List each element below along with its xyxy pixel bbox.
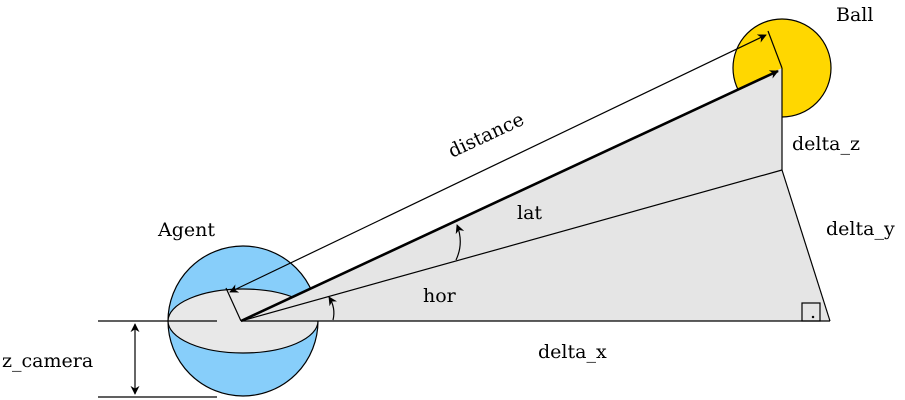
delta-y-label: delta_y — [826, 218, 895, 240]
distance-extension-agent — [225, 287, 242, 322]
lat-angle-arc — [455, 224, 465, 261]
distance-extension-ball — [767, 30, 783, 69]
delta-z-label: delta_z — [792, 133, 860, 155]
delta-x-label: delta_x — [538, 341, 607, 363]
distance-label: distance — [445, 108, 528, 162]
z-camera-label: z_camera — [2, 350, 93, 372]
hor-angle-arc — [328, 296, 338, 321]
hor-label: hor — [423, 285, 457, 307]
agent-label: Agent — [157, 219, 215, 241]
right-angle-dot: . — [810, 301, 816, 323]
ball-label: Ball — [836, 4, 873, 26]
right-angle-marker — [801, 302, 821, 322]
delta-y-edge — [781, 169, 831, 322]
distance-arrow — [229, 34, 767, 293]
lat-label: lat — [517, 202, 542, 224]
